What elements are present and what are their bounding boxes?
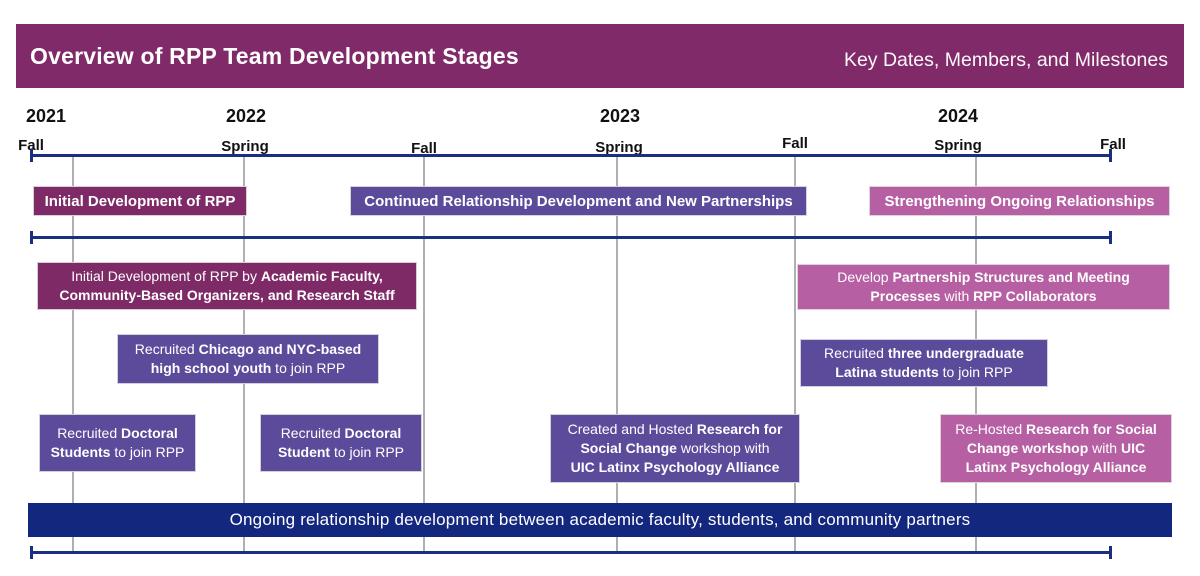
stage-bar: Initial Development of RPP (33, 186, 247, 216)
milestone-text-line: Recruited Doctoral (280, 424, 402, 441)
milestone-text-line: Develop Partnership Structures and Meeti… (837, 268, 1130, 285)
year-label: 2023 (599, 106, 641, 126)
milestone-initial-development-team: Initial Development of RPP by Academic F… (37, 262, 417, 310)
season-label: Fall (782, 135, 808, 152)
milestone-text-line: Social Change workshop with (580, 439, 770, 456)
season-label: Fall (411, 140, 437, 157)
timeline-end-tick (1108, 546, 1112, 559)
timeline-end-tick (1108, 231, 1112, 244)
year-label: 2024 (937, 106, 979, 126)
milestone-text-line: Recruited Doctoral (57, 424, 178, 441)
milestone-text-line: Created and Hosted Research for (567, 420, 783, 437)
year-label: 2022 (225, 106, 267, 126)
milestone-partnership-structures: Develop Partnership Structures and Meeti… (797, 264, 1170, 310)
milestone-text-line: high school youth to join RPP (150, 360, 346, 376)
timeline-line (31, 236, 1110, 239)
season-label: Spring (595, 139, 643, 156)
timeline-end-tick (29, 546, 33, 559)
gridline (794, 156, 796, 552)
milestone-text-line: Initial Development of RPP by Academic F… (71, 267, 383, 284)
ongoing-banner-text: Ongoing relationship development between… (229, 510, 971, 529)
season-label: Fall (1100, 136, 1126, 153)
milestone-text-line: Re-Hosted Research for Social (955, 420, 1157, 437)
milestone-text-line: Students to join RPP (50, 444, 185, 460)
stage-bar: Strengthening Ongoing Relationships (869, 186, 1170, 216)
header-subtitle: Key Dates, Members, and Milestones (843, 48, 1168, 71)
milestone-text-line: Change workshop with UIC (966, 439, 1146, 456)
milestone-recruited-hs-youth: Recruited Chicago and NYC-based high scho… (117, 334, 379, 384)
timeline-end-tick (1108, 149, 1112, 162)
timeline-end-tick (29, 149, 33, 162)
gridline (423, 156, 425, 552)
year-label: 2021 (25, 106, 67, 126)
milestone-text-line: Student to join RPP (277, 444, 405, 460)
ongoing-banner: Ongoing relationship development between… (28, 503, 1172, 537)
milestone-text-line: Latina students to join RPP (835, 364, 1013, 380)
milestone-text-line: UIC Latinx Psychology Alliance (570, 459, 780, 476)
gridline (616, 156, 618, 552)
timeline-line (31, 154, 1110, 157)
season-label: Fall (18, 137, 44, 154)
milestone-text-line: Recruited three undergraduate (824, 344, 1024, 361)
milestone-text-line: Recruited Chicago and NYC-based (134, 340, 362, 357)
stage-bar: Continued Relationship Development and N… (350, 186, 807, 216)
header-banner: Overview of RPP Team Development Stages … (16, 24, 1184, 88)
season-label: Spring (934, 137, 982, 154)
milestone-text-line: Latinx Psychology Alliance (965, 459, 1147, 476)
gridline (72, 156, 74, 552)
milestone-text-line: Community-Based Organizers, and Research… (59, 287, 395, 303)
page-title: Overview of RPP Team Development Stages (30, 42, 519, 69)
season-label: Spring (221, 138, 269, 155)
timeline-line (31, 551, 1110, 554)
timeline-end-tick (29, 231, 33, 244)
milestone-text-line: Processes with RPP Collaborators (870, 288, 1097, 304)
